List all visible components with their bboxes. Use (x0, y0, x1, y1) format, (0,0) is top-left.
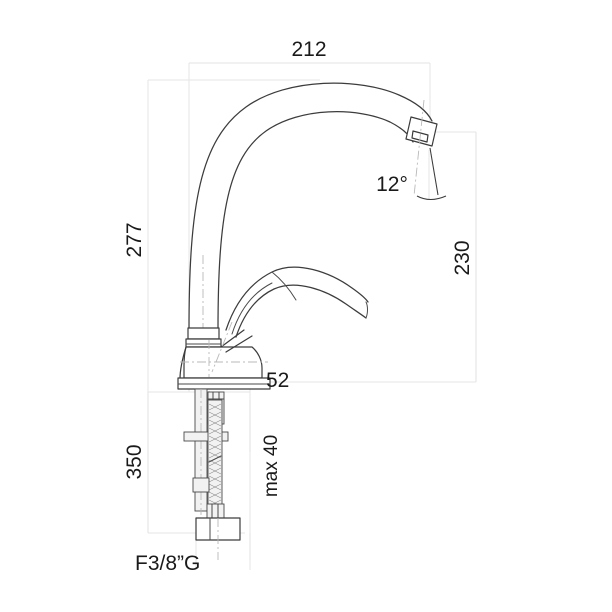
label-hose-length: 350 (123, 444, 146, 479)
collar-ring (185, 338, 222, 348)
mixer-body-group (179, 321, 268, 392)
fixing-bracket (183, 431, 229, 442)
lever-edge-detail (231, 282, 273, 335)
dimension-labels-group: 212 277 230 52 350 max 40 12° F3/8”G (123, 38, 474, 575)
angle-tilt-ray (429, 147, 439, 196)
label-outlet-angle: 12° (376, 173, 408, 196)
lower-thread-sleeve (206, 503, 225, 519)
label-spout-reach: 212 (291, 38, 326, 61)
body-outline (183, 346, 263, 379)
angle-indicator-group (416, 147, 447, 201)
lever-handle-group (225, 266, 369, 338)
angle-arc (416, 195, 447, 201)
aerator-axis-centerline (413, 99, 425, 197)
mounting-hardware-group (183, 388, 241, 560)
aerator-group (405, 99, 438, 197)
base-flange-group (177, 377, 271, 390)
body-handle-axis (211, 321, 233, 373)
spout-collar-group (185, 327, 222, 348)
lever-top-curve (225, 266, 369, 331)
body-left-edge (179, 346, 187, 380)
lever-fold-line (271, 271, 297, 301)
spout-group (188, 82, 433, 331)
label-outlet-height: 230 (451, 240, 474, 275)
collar-upper (187, 327, 220, 340)
lever-tip (365, 301, 368, 319)
dimension-lines-group (147, 62, 477, 570)
label-max-deck-thickness: max 40 (261, 435, 282, 497)
spout-outer-curve (188, 82, 433, 331)
body-handle-face (220, 329, 253, 353)
lever-bottom-curve (235, 284, 367, 338)
mid-collar (192, 477, 210, 493)
label-total-height: 277 (123, 222, 146, 257)
label-thread-spec: F3/8”G (135, 552, 200, 575)
hose-break-mark (208, 455, 222, 463)
spout-inner-curve (217, 111, 414, 331)
label-base-width: 52 (266, 369, 289, 392)
